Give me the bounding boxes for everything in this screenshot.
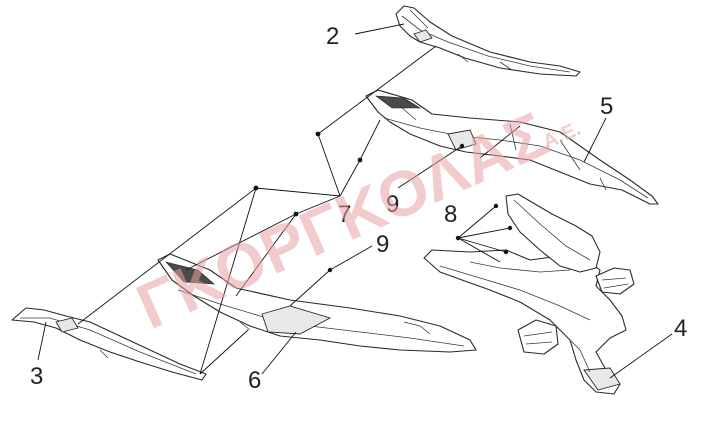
callout-9-lower: 9 [376, 231, 389, 258]
callout-5: 5 [600, 93, 613, 120]
part-6-lower-side-panel [157, 253, 477, 353]
callout-3: 3 [30, 363, 43, 390]
callout-numbers: 2 3 4 5 6 7 8 9 9 [30, 23, 687, 394]
part-3-lower-side-strip [11, 307, 207, 381]
part-2-upper-side-cover [395, 5, 581, 77]
callout-9-upper: 9 [386, 191, 399, 218]
watermark-text: ΓΚΟΡΓΚΟΛΑΣ [126, 98, 558, 343]
callout-7: 7 [338, 201, 351, 228]
leader-lines [37, 23, 673, 379]
callout-2: 2 [326, 23, 339, 50]
part-5-upper-side-panel [365, 89, 659, 205]
callout-8: 8 [444, 201, 457, 228]
part-4-rear-tail-assembly [423, 193, 635, 395]
leader-dots [253, 131, 513, 273]
callout-4: 4 [674, 315, 687, 342]
callout-6: 6 [248, 367, 261, 394]
